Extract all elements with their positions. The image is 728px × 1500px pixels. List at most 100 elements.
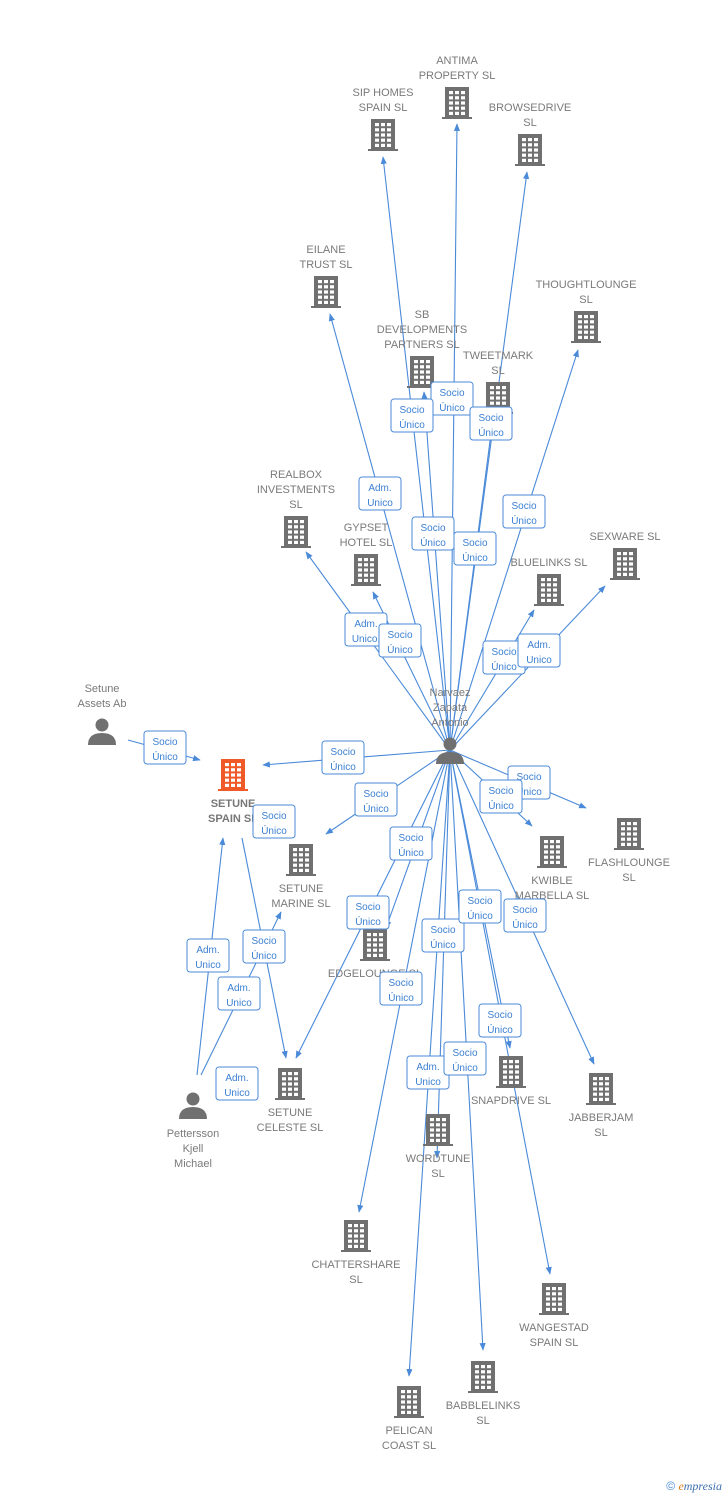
building-icon (496, 1056, 526, 1088)
building-icon (286, 844, 316, 876)
node-label: Narvaez (430, 687, 471, 699)
relation-label: Socio (355, 902, 380, 913)
relation-label: Socio (439, 388, 464, 399)
node-label: SL (523, 117, 536, 129)
empresia-logo: empresia (678, 1479, 722, 1493)
building-icon (515, 134, 545, 166)
footer-brand[interactable]: © empresia (666, 1479, 722, 1494)
relation-badge[interactable]: Adm.Unico (186, 938, 230, 973)
node-label: WANGESTAD (519, 1322, 589, 1334)
node-label: PROPERTY SL (419, 70, 496, 82)
node-label: SL (622, 872, 635, 884)
node-label: Kjell (183, 1143, 204, 1155)
node-label: EILANE (306, 244, 345, 256)
node-label: SNAPDRIVE SL (471, 1095, 551, 1107)
relation-badge[interactable]: Adm.Unico (358, 476, 402, 511)
relation-label: Socio (511, 501, 536, 512)
node-setuneceleste[interactable]: SETUNE CELESTE SL (257, 1068, 324, 1134)
relation-label: Socio (388, 978, 413, 989)
relation-label: Único (516, 785, 542, 798)
node-label: SETUNE (268, 1107, 313, 1119)
node-label: THOUGHTLOUNGE (536, 279, 637, 291)
relation-label: Socio (387, 630, 412, 641)
node-label: SL (349, 1274, 362, 1286)
relation-badge[interactable]: Adm. Unico (406, 1055, 450, 1090)
node-sexware[interactable]: SEXWARE SL (589, 531, 661, 580)
relation-badge[interactable]: Adm.Unico, (344, 612, 388, 647)
node-label: CELESTE SL (257, 1122, 324, 1134)
node-label: DEVELOPMENTS (377, 324, 467, 336)
relation-label: Socio (467, 896, 492, 907)
node-bluelinks[interactable]: BLUELINKS SL (510, 557, 588, 606)
node-label: HOTEL SL (340, 537, 393, 549)
node-antima[interactable]: ANTIMA PROPERTY SL (419, 55, 496, 119)
relation-label: Socio (152, 737, 177, 748)
relation-badge[interactable]: Adm.Unico (215, 1066, 259, 1101)
relation-label: Único (420, 536, 446, 549)
relation-label: Unico (415, 1077, 441, 1088)
relation-label: Socio (363, 789, 388, 800)
relation-label: Único (251, 949, 277, 962)
node-label: PELICAN (385, 1425, 432, 1437)
node-snapdrive[interactable]: SNAPDRIVE SL (471, 1056, 551, 1107)
node-label: Setune (85, 683, 120, 695)
node-label: ANTIMA (436, 55, 478, 67)
relation-label: Único (452, 1061, 478, 1074)
relation-labels: Adm.UnicoSocioÚnicoSocioÚnicoSocioÚnicoS… (143, 381, 561, 1101)
relation-badge[interactable]: Adm.Unico (217, 976, 261, 1011)
relation-label: Socio (251, 936, 276, 947)
node-label: SIP HOMES (353, 87, 414, 99)
relation-label: Unico, (352, 634, 380, 645)
node-label: SETUNE (211, 798, 256, 810)
building-icon (394, 1386, 424, 1418)
relation-badge[interactable]: Adm.Unico (517, 633, 561, 668)
edge-line (449, 417, 496, 751)
building-icon (539, 1283, 569, 1315)
relation-label: Adm. (416, 1062, 439, 1073)
node-label: Antonio (431, 717, 468, 729)
